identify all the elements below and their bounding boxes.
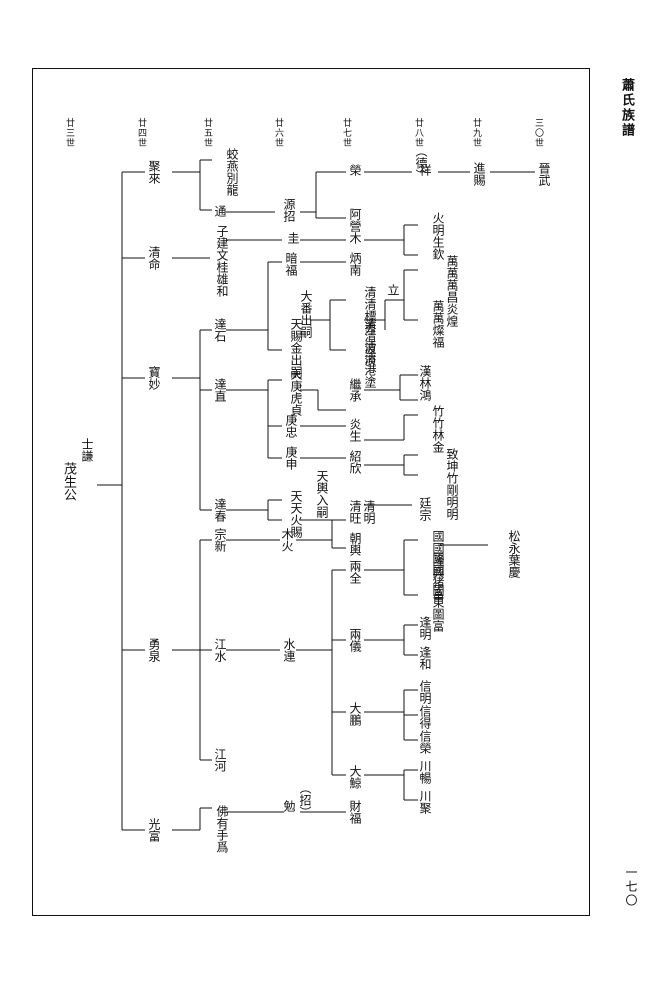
person: 兩儀 [348, 628, 362, 652]
person: 祥 [418, 164, 432, 176]
person: 勇泉 [147, 638, 161, 662]
person: 天輿入嗣 [315, 470, 329, 518]
person: 松永葉慶 [507, 530, 521, 578]
person: 達春 [213, 498, 227, 522]
person: 紹欣 [348, 450, 362, 474]
person: 聚來 [147, 160, 161, 184]
person: 木火 [280, 528, 294, 552]
person: 川暢 [418, 760, 432, 784]
person: 大番出嗣 [299, 290, 313, 338]
person: 信明 [418, 680, 432, 704]
person: （招） [298, 782, 312, 818]
generation-header: 廿七世 [341, 118, 351, 148]
person: 大鵬 [348, 702, 362, 726]
person: 達直 [213, 378, 227, 402]
person: 光富 [147, 818, 161, 842]
person: 天賜金出嗣 [289, 318, 303, 378]
person: 清清港塗 [363, 340, 377, 388]
person: 信榮 [418, 730, 432, 754]
person: 天天火賜 [289, 490, 303, 538]
person: 逢和 [418, 646, 432, 670]
person: 木 [348, 232, 362, 244]
person: 逢明 [418, 616, 432, 640]
person: 清清標秀 [363, 286, 377, 334]
person: 川聚 [418, 790, 432, 814]
person: 火明生欽 [431, 212, 445, 260]
person: 通 [213, 205, 227, 217]
generation-header: 廿九世 [471, 118, 481, 148]
person: 致坤竹剛明明 [445, 448, 459, 520]
person: 炳南 [348, 252, 362, 276]
person: 水連 [282, 638, 296, 662]
person: 信得 [418, 705, 432, 729]
person: 清命 [147, 246, 161, 270]
generation-header: 廿八世 [413, 118, 423, 148]
person: 天庚虎貞 [289, 368, 303, 416]
person: 庚申 [284, 446, 298, 470]
person: 進賜 [472, 162, 486, 186]
person: 炎生 [348, 418, 362, 442]
person: 暗福 [284, 252, 298, 276]
person: 國東圖富 [431, 584, 445, 632]
person: 竹竹林金 [431, 405, 445, 453]
person: 江河 [213, 748, 227, 772]
person: 勉 [282, 800, 296, 812]
generation-header: 廿四世 [136, 118, 146, 148]
person-root: 茂生公 [61, 462, 76, 501]
page-number: 一七〇 [624, 866, 638, 908]
person: 蛟燕別龍 [225, 148, 239, 196]
generation-header: 廿三世 [64, 118, 74, 148]
person: 寶妙 [147, 366, 161, 390]
person: 源招 [282, 198, 296, 222]
person: 阿營 [348, 208, 362, 232]
person: 清旺 [348, 500, 362, 524]
person: 國國猪富 [431, 552, 445, 600]
book-title: 蕭氏族譜 [619, 78, 634, 138]
person: 圭 [286, 232, 300, 244]
person: 兩全 [348, 560, 362, 584]
person: 朝輿 [348, 532, 362, 556]
person: 萬萬燦福 [431, 300, 445, 348]
person: 繼承 [348, 378, 362, 402]
person: 宗新 [213, 528, 227, 552]
person: 子建文桂雄和 [215, 225, 229, 297]
generation-header: 三〇世 [533, 118, 543, 148]
person: 榮 [348, 164, 362, 176]
generation-header: 廿五世 [202, 118, 212, 148]
person: 庚忠 [284, 414, 298, 438]
person: 江水 [213, 638, 227, 662]
person: 佛有手爲 [215, 805, 229, 853]
person: 萬萬萬昌炎煌 [445, 255, 459, 327]
person: 達石 [213, 318, 227, 342]
generation-header: 廿六世 [273, 118, 283, 148]
person: （德） [414, 145, 428, 181]
person: 清明 [362, 500, 376, 524]
person: 漢林鴻 [418, 365, 432, 401]
person: 國國隆興 [431, 530, 445, 578]
person: 廷宗 [418, 497, 432, 521]
page-frame [32, 68, 590, 916]
person-root-title: 士謙 [80, 438, 94, 462]
person: 立 [386, 284, 400, 296]
person: 晉武 [537, 162, 551, 186]
person: 大鯨 [348, 765, 362, 789]
person: 財福 [348, 800, 362, 824]
